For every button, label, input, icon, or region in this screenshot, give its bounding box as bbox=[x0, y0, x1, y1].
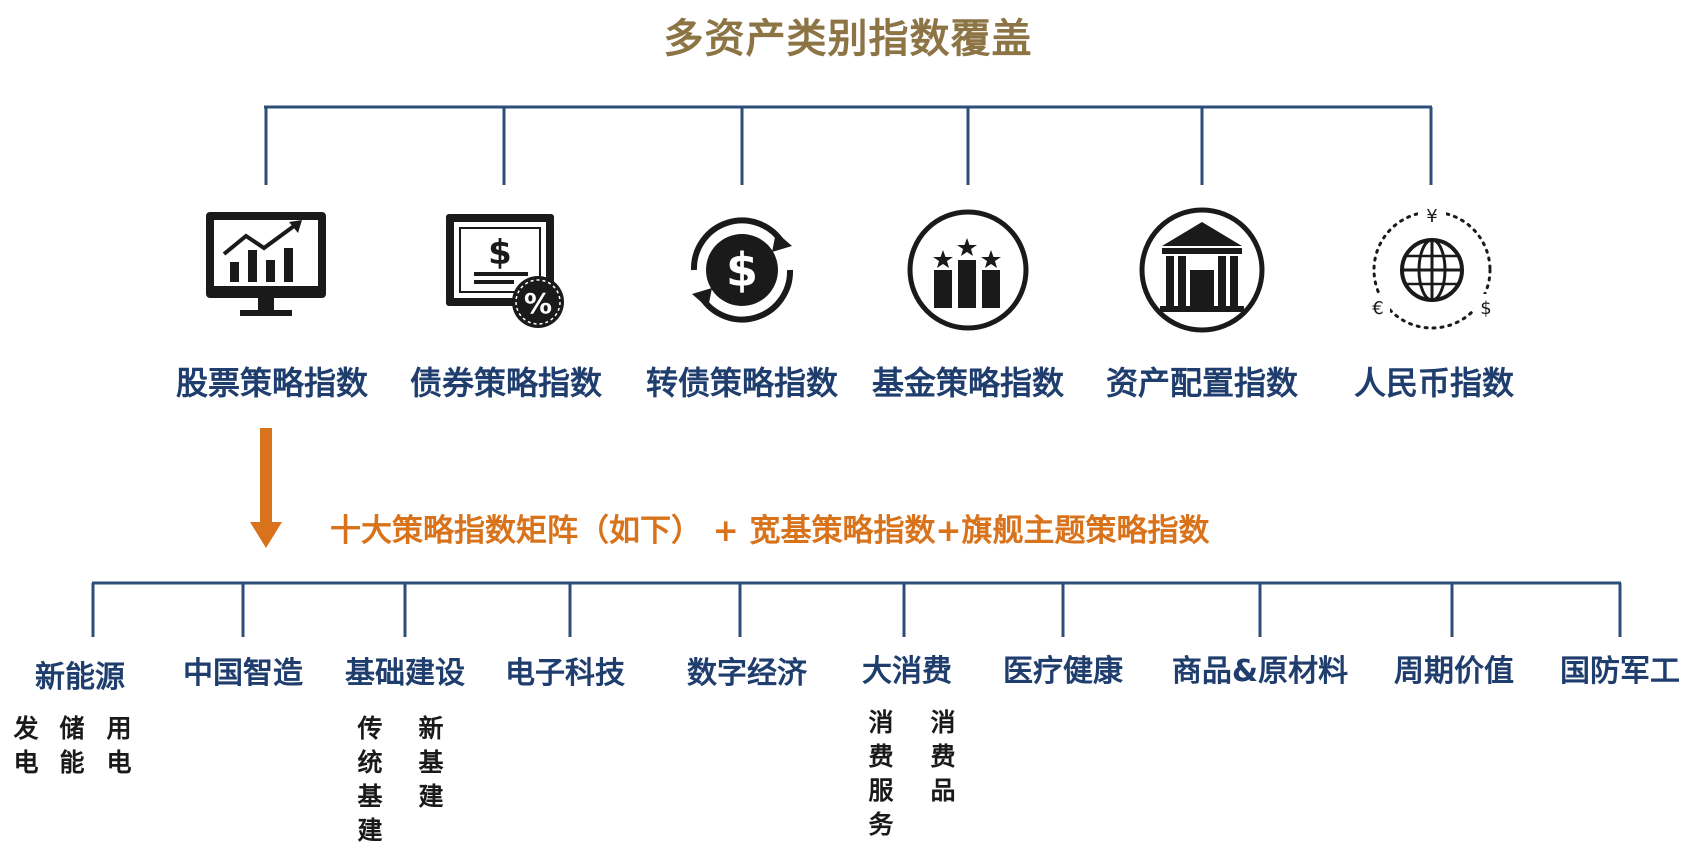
sub-item-storage: 储能 bbox=[59, 714, 85, 777]
sub-item-consumer-goods: 消费品 bbox=[930, 708, 956, 805]
fund-stars-bars-icon bbox=[898, 200, 1038, 340]
sub-item-new-infra: 新基建 bbox=[418, 714, 444, 811]
sub-item-power-generation: 发电 bbox=[13, 714, 39, 777]
euro-symbol: € bbox=[1372, 298, 1383, 319]
category-label-allocation: 资产配置指数 bbox=[1105, 364, 1298, 402]
yen-symbol: ¥ bbox=[1426, 206, 1437, 227]
theme-label-infrastructure: 基础建设 bbox=[345, 656, 465, 691]
category-label-convertible: 转债策略指数 bbox=[645, 364, 838, 402]
bond-certificate-icon: $ % bbox=[434, 200, 574, 340]
sub-item-traditional-infra: 传统基建 bbox=[357, 714, 383, 845]
matrix-title: 十大策略指数矩阵（如下） + 宽基策略指数+旗舰主题策略指数 bbox=[330, 513, 1210, 549]
category-label-bond: 债券策略指数 bbox=[409, 364, 602, 402]
bank-building-icon bbox=[1132, 200, 1272, 340]
theme-label-commodities: 商品&原材料 bbox=[1171, 654, 1349, 689]
theme-label-new-energy: 新能源 bbox=[35, 660, 125, 695]
theme-label-consumption: 大消费 bbox=[862, 654, 952, 689]
down-arrow bbox=[250, 428, 282, 548]
cert-percent-symbol: % bbox=[524, 287, 552, 320]
sub-item-consumer-services: 消费服务 bbox=[868, 708, 894, 839]
dollar-small-symbol: $ bbox=[1480, 298, 1491, 319]
theme-label-healthcare: 医疗健康 bbox=[1003, 654, 1123, 689]
theme-label-electronics: 电子科技 bbox=[505, 656, 625, 691]
category-label-fund: 基金策略指数 bbox=[871, 364, 1064, 402]
dollar-symbol: $ bbox=[726, 243, 758, 297]
theme-label-cyclical-value: 周期价值 bbox=[1394, 654, 1514, 689]
theme-label-defense: 国防军工 bbox=[1560, 654, 1680, 689]
theme-label-digital-economy: 数字经济 bbox=[687, 656, 807, 691]
category-label-rmb: 人民币指数 bbox=[1353, 364, 1514, 402]
page-title: 多资产类别指数覆盖 bbox=[663, 16, 1033, 62]
category-label-stock: 股票策略指数 bbox=[175, 364, 368, 402]
cert-dollar-symbol: $ bbox=[488, 233, 512, 273]
dollar-cycle-icon: $ bbox=[672, 200, 812, 340]
globe-currency-icon: ¥ € $ bbox=[1362, 198, 1502, 338]
sub-item-power-usage: 用电 bbox=[106, 714, 132, 777]
theme-label-smart-manufacturing: 中国智造 bbox=[183, 656, 303, 691]
monitor-bar-chart-icon bbox=[196, 200, 336, 340]
